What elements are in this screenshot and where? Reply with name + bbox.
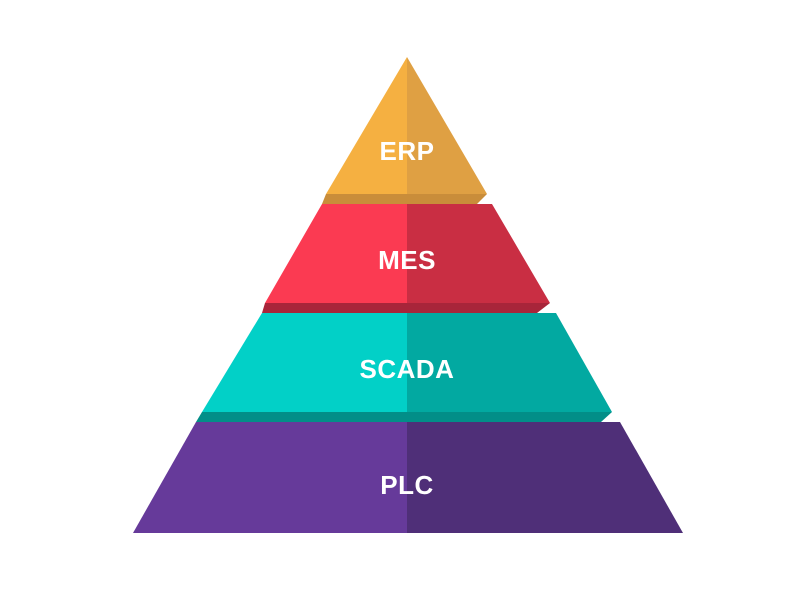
erp-face-right (407, 57, 487, 194)
pyramid-layer-scada: SCADA (196, 313, 612, 422)
mes-ledge (262, 303, 550, 313)
pyramid-layer-mes: MES (262, 204, 550, 313)
scada-ledge (196, 412, 612, 422)
mes-face-right (407, 204, 550, 303)
erp-ledge (322, 194, 487, 204)
erp-label: ERP (380, 136, 435, 166)
pyramid-layer-erp: ERP (322, 57, 487, 204)
plc-face-right (407, 422, 683, 533)
scada-face-left (202, 313, 407, 412)
erp-face-left (326, 57, 407, 194)
pyramid-layer-plc: PLC (133, 422, 683, 533)
mes-label: MES (378, 245, 436, 275)
plc-label: PLC (380, 470, 434, 500)
mes-face-left (265, 204, 407, 303)
plc-face-left (133, 422, 407, 533)
scada-label: SCADA (360, 354, 455, 384)
scada-face-right (407, 313, 612, 412)
